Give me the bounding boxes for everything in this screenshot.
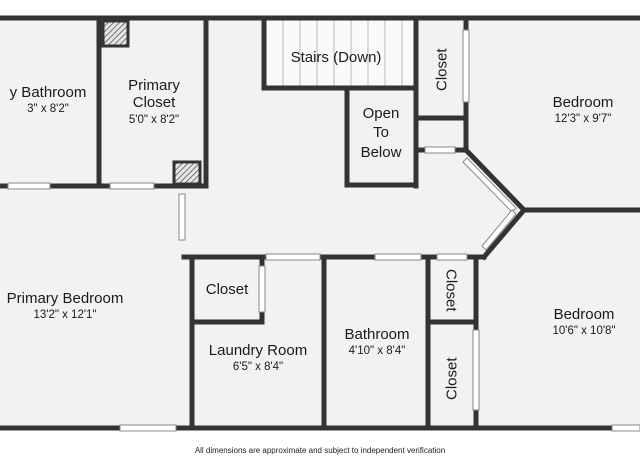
- room-bedroom-top: Bedroom 12'3" x 9'7": [510, 88, 640, 132]
- stairs-label: Stairs (Down): [268, 46, 404, 70]
- stair-treads: [282, 20, 403, 86]
- room-name: Stairs (Down): [290, 49, 382, 67]
- room-closet-top: Closet: [430, 30, 454, 110]
- disclaimer-note: All dimensions are approximate and subje…: [194, 446, 446, 455]
- room-dimensions: 4'10" x 8'4": [348, 345, 406, 358]
- room-primary-closet: Primary Closet 5'0" x 8'2": [106, 74, 202, 130]
- room-dimensions: 5'0" x 8'2": [128, 113, 180, 126]
- room-name: Closet: [443, 357, 461, 401]
- hatched-chase-bottom: [172, 160, 202, 186]
- room-name: Laundry Room: [208, 341, 308, 359]
- room-dimensions: 6'5" x 8'4": [232, 361, 284, 374]
- room-name: Open To Below: [360, 104, 402, 161]
- room-laundry-room: Laundry Room 6'5" x 8'4": [196, 336, 320, 380]
- open-to-below-label: Open To Below: [350, 100, 412, 166]
- room-primary-bedroom: Primary Bedroom 13'2" x 12'1": [0, 284, 150, 328]
- room-bathroom-left: y Bathroom 3" x 8'2": [0, 80, 96, 120]
- room-name: Closet: [442, 268, 460, 312]
- room-name: y Bathroom: [9, 83, 87, 101]
- room-name: Closet: [433, 48, 451, 92]
- room-closet-mid: Closet: [439, 262, 463, 318]
- room-bathroom: Bathroom 4'10" x 8'4": [328, 320, 426, 364]
- room-name: Bathroom: [344, 325, 410, 343]
- windows: [7, 29, 640, 432]
- room-dimensions: 13'2" x 12'1": [33, 309, 97, 322]
- room-closet-laundry: Closet: [196, 278, 258, 302]
- room-bedroom-bottom: Bedroom 10'6" x 10'8": [512, 300, 640, 344]
- room-name: Primary Closet: [128, 77, 180, 112]
- room-dimensions: 12'3" x 9'7": [554, 113, 612, 126]
- room-closet-low: Closet: [440, 346, 464, 412]
- room-name: Closet: [205, 281, 249, 299]
- hatched-chase-top: [101, 19, 130, 48]
- stairs-area: [266, 20, 414, 86]
- room-name: Bedroom: [553, 305, 615, 323]
- room-name: Bedroom: [552, 93, 614, 111]
- room-dimensions: 10'6" x 10'8": [552, 325, 616, 338]
- room-dimensions: 3" x 8'2": [27, 103, 69, 116]
- room-name: Primary Bedroom: [6, 289, 124, 307]
